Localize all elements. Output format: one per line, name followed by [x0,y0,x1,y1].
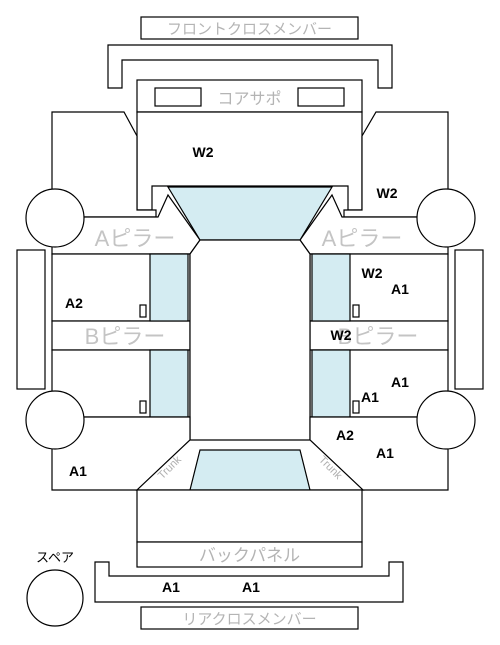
spare-tire [26,569,84,627]
right-side-sill [454,249,484,390]
rear-right-window [311,349,351,418]
rear-left-door-handle [139,400,147,414]
b-pillar-right-label: Bピラー [338,324,419,349]
front-cross-member-box [140,16,359,40]
front-bumper [107,44,393,89]
a-pillar-right-label: Aピラー [322,226,403,251]
spare-label: スペア [36,550,74,565]
rear-cross-member-label: リアクロスメンバー [182,611,316,628]
a-pillar-left-label: Aピラー [95,226,176,251]
core-support-label: コアサポ [217,90,281,108]
b-pillar-left-label: Bピラー [85,324,166,349]
damage-code-rear-right-door-1: A1 [391,374,409,390]
headlight-right [297,87,345,107]
damage-code-rear-right-quarter-2: A1 [376,445,394,461]
roof [189,239,311,451]
front-right-window [311,253,351,322]
rear-right-door-handle [352,400,360,414]
damage-code-rear-bumper-left: A1 [162,579,180,595]
headlight-left [154,87,202,107]
back-panel-label: バックパネル [199,546,300,565]
front-left-window [149,253,189,322]
damage-code-rear-right-quarter-1: A2 [336,427,354,443]
rear-bumper [94,561,404,603]
damage-code-rear-right-door-2: A1 [361,389,379,405]
front-right-door-handle [352,304,360,318]
rear-cross-member-box [140,606,359,630]
back-panel-box [136,541,363,568]
left-side-sill [16,249,46,390]
damage-code-front-right-door-2: A1 [391,281,409,297]
front-left-wheel [25,188,85,248]
rear-right-wheel [416,390,476,450]
damage-code-front-right-door-1: W2 [362,265,383,281]
damage-code-front-left-door: A2 [65,295,83,311]
damage-code-rear-left-quarter: A1 [69,463,87,479]
damage-code-right-b-pillar: W2 [331,327,352,343]
damage-code-front-right-fender: W2 [377,185,398,201]
rear-panel [136,489,363,543]
front-left-door-handle [139,304,147,318]
front-right-wheel [416,188,476,248]
damage-code-rear-bumper-right: A1 [242,579,260,595]
front-right-fender [343,111,449,218]
rear-left-wheel [25,390,85,450]
front-cross-member-label: フロントクロスメンバー [167,21,332,38]
rear-window [189,449,311,491]
right-b-pillar [309,320,449,351]
rear-left-window [149,349,189,418]
damage-code-hood: W2 [193,144,214,160]
